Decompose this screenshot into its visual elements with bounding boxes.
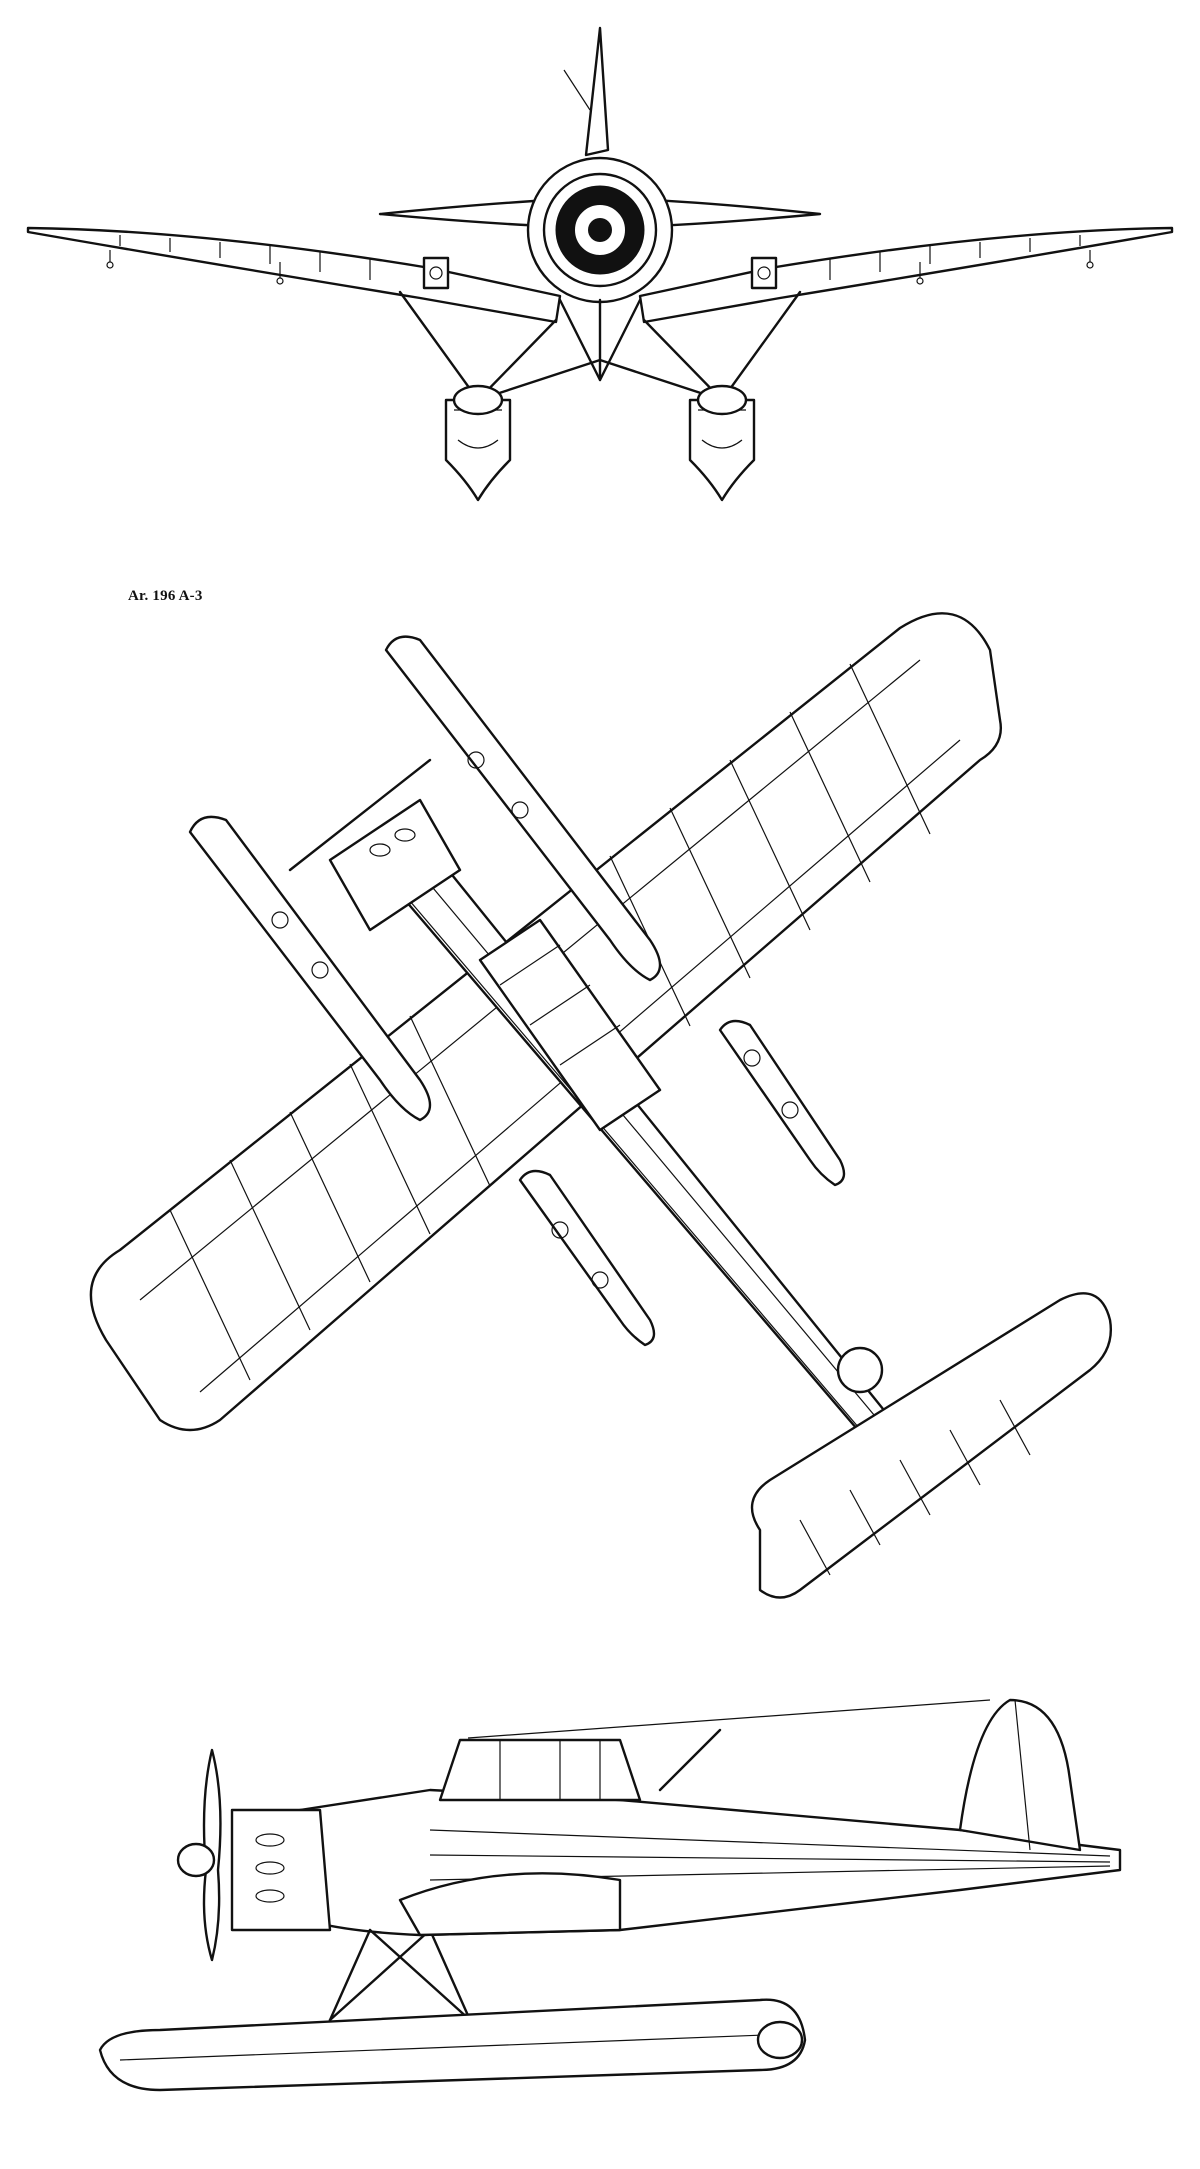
side-float-struts <box>328 1928 472 2022</box>
top-engine <box>328 798 462 932</box>
side-gun <box>658 1728 722 1792</box>
model-label: Ar. 196 A-3 <box>128 588 203 604</box>
front-left-fitting <box>422 256 450 290</box>
front-view <box>26 26 1174 502</box>
side-engine-cowl <box>230 1808 332 1932</box>
front-float-struts <box>398 290 802 402</box>
top-float-3 <box>518 1169 656 1347</box>
side-view <box>98 1698 1122 2092</box>
side-fin <box>958 1698 1082 1852</box>
top-propeller <box>288 758 432 872</box>
top-float-2 <box>384 635 662 982</box>
front-left-float <box>444 398 512 502</box>
front-fin <box>584 26 610 157</box>
front-right-wing <box>638 226 1174 324</box>
front-left-wing <box>26 226 562 324</box>
top-roundel <box>836 1346 884 1394</box>
top-view <box>89 612 1112 1599</box>
front-right-fitting <box>750 256 778 290</box>
side-float <box>98 1998 807 2092</box>
side-canopy <box>438 1738 642 1802</box>
top-float-4 <box>718 1019 846 1187</box>
front-right-float <box>688 398 756 502</box>
top-cockpit <box>478 918 662 1132</box>
top-float-1 <box>188 815 432 1122</box>
top-tailplane <box>750 1292 1112 1599</box>
